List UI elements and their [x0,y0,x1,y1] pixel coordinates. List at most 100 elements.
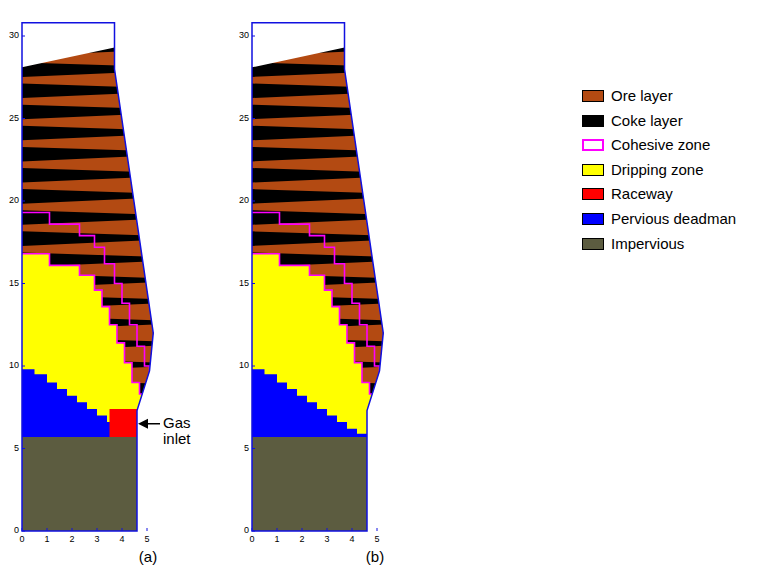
y-tick [22,36,25,37]
y-tick-label: 15 [239,279,249,289]
legend-label: Pervious deadman [611,211,736,228]
impervious-zone [252,437,402,531]
y-tick-label: 30 [9,31,19,41]
legend-label: Impervious [611,235,684,252]
ore-band [252,113,402,131]
furnace-zones [22,3,172,531]
x-tick [97,528,98,531]
legend-swatch [582,188,604,200]
x-tick [302,528,303,531]
x-tick-label: 0 [19,535,24,545]
ore-band [22,91,172,109]
legend-label: Ore layer [611,88,673,105]
x-tick [377,528,378,531]
y-tick-label: 20 [239,196,249,206]
y-tick [252,118,255,119]
x-tick-label: 1 [274,535,279,545]
y-tick [22,118,25,119]
deadman [22,369,172,437]
y-tick-label: 30 [239,31,249,41]
ore-band [252,134,402,152]
ore-band [22,218,172,236]
x-tick [252,528,253,531]
y-tick-label: 25 [9,114,19,124]
gas-arrow-shaft [146,423,160,425]
furnace-top [252,3,402,67]
y-tick [22,283,25,284]
x-tick-label: 3 [94,535,99,545]
y-tick [252,448,255,449]
furnace-top [22,3,172,67]
ore-band [252,91,402,109]
ore-band [252,155,402,173]
x-tick-label: 5 [144,535,149,545]
legend-swatch [582,164,604,176]
ore-band [22,113,172,131]
x-tick-label: 0 [249,535,254,545]
ore-band [22,70,172,88]
x-tick [47,528,48,531]
furnace-zones [252,3,402,531]
y-tick-label: 10 [9,361,19,371]
legend-swatch [582,213,604,225]
legend-label: Coke layer [611,112,683,129]
cohesive-boundary [252,213,402,383]
legend-label: Dripping zone [611,162,704,179]
legend-swatch [582,115,604,127]
dripping-zone [22,254,172,437]
x-tick-label: 3 [324,535,329,545]
deadman [252,369,402,437]
y-tick [22,366,25,367]
ore-band [22,155,172,173]
x-tick [277,528,278,531]
x-tick-label: 4 [349,535,354,545]
furnace-wall [252,23,383,531]
impervious-zone [22,437,172,531]
x-tick [22,528,23,531]
y-tick-label: 20 [9,196,19,206]
ore-band [252,70,402,88]
y-tick [22,448,25,449]
x-tick-label: 5 [374,535,379,545]
panel-label: (a) [139,549,157,566]
panel-label: (b) [366,549,384,566]
x-tick [352,528,353,531]
y-tick-label: 0 [14,526,19,536]
callout-label: Gas inlet [163,415,203,448]
y-tick [252,201,255,202]
legend-swatch [582,238,604,250]
x-tick [122,528,123,531]
legend-label: Cohesive zone [611,137,710,154]
ore-band [252,176,402,194]
legend-label: Raceway [611,186,673,203]
dripping-zone [252,254,402,437]
x-tick-label: 2 [69,535,74,545]
legend-outline-swatch [582,139,604,151]
y-tick [252,283,255,284]
y-tick [252,36,255,37]
cohesive-boundary [22,213,172,383]
furnace-wall [22,23,153,531]
ore-band [252,218,402,236]
x-tick [147,528,148,531]
y-tick [252,366,255,367]
x-tick [72,528,73,531]
y-tick-label: 5 [244,444,249,454]
y-tick-label: 15 [9,279,19,289]
y-tick [22,201,25,202]
legend-swatch [582,90,604,102]
coke-burden [22,20,172,532]
y-tick-label: 10 [239,361,249,371]
x-tick-label: 1 [44,535,49,545]
x-tick-label: 4 [119,535,124,545]
y-tick-label: 5 [14,444,19,454]
y-tick-label: 0 [244,526,249,536]
x-tick-label: 2 [299,535,304,545]
gas-arrow-head [138,419,148,429]
coke-burden [252,20,402,532]
ore-band [22,134,172,152]
x-tick [327,528,328,531]
y-tick-label: 25 [239,114,249,124]
ore-band [22,176,172,194]
